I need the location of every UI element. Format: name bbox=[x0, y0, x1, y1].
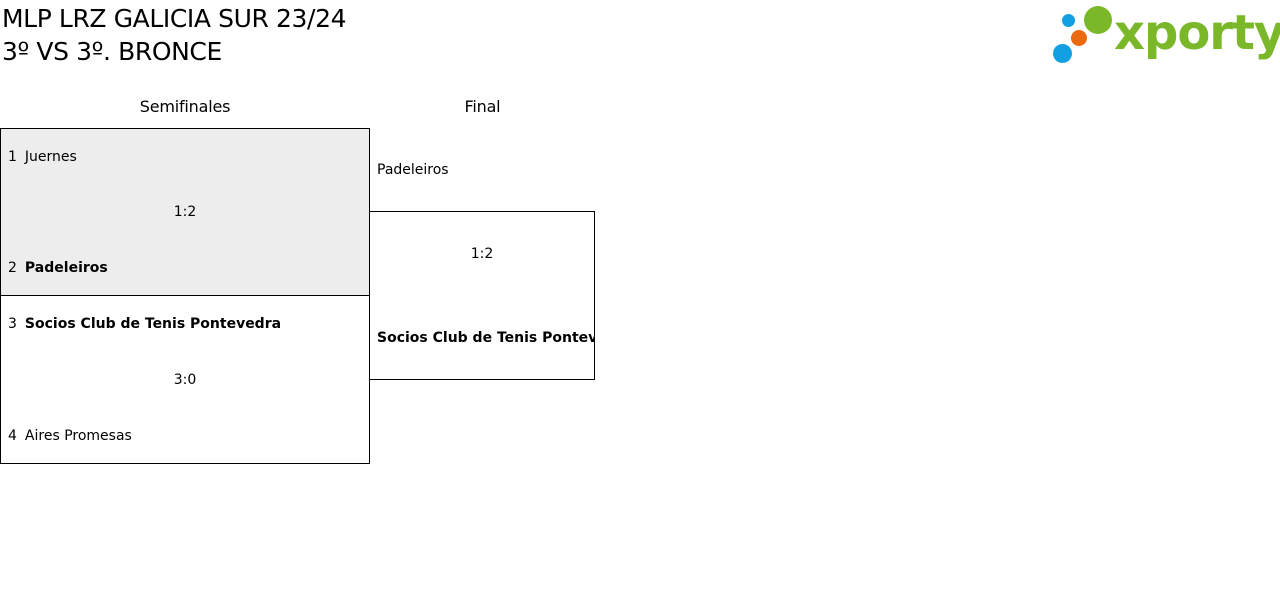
semifinal-2-team-bottom: 4 Aires Promesas bbox=[8, 427, 132, 445]
semifinal-match-1[interactable]: 1 Juernes 1:2 2 Padeleiros bbox=[0, 128, 370, 296]
title-line-1: MLP LRZ GALICIA SUR 23/24 bbox=[2, 4, 347, 33]
final-score: 1:2 bbox=[470, 246, 494, 262]
logo-dot-green-icon bbox=[1084, 6, 1112, 34]
semifinal-1-team-bottom: 2 Padeleiros bbox=[8, 259, 108, 277]
page-title: MLP LRZ GALICIA SUR 23/24 3º VS 3º. BRON… bbox=[2, 2, 346, 68]
seed-number: 1 bbox=[8, 149, 17, 165]
semifinal-2-score: 3:0 bbox=[173, 372, 197, 388]
logo-dot-blue-large-icon bbox=[1053, 44, 1072, 63]
semifinal-1-team-top: 1 Juernes bbox=[8, 148, 77, 166]
logo-dot-orange-icon bbox=[1071, 30, 1087, 46]
round-label-final: Final bbox=[464, 97, 501, 116]
semifinal-match-2[interactable]: 3 Socios Club de Tenis Pontevedra 3:0 4 Ai… bbox=[0, 295, 370, 464]
round-label-semifinals: Semifinales bbox=[139, 97, 231, 116]
seed-number: 4 bbox=[8, 428, 17, 444]
team-name-winner: Padeleiros bbox=[24, 260, 108, 276]
final-team-top: Padeleiros bbox=[377, 162, 449, 178]
seed-number: 3 bbox=[8, 316, 17, 332]
final-team-bottom: Socios Club de Tenis Pontevedra bbox=[377, 330, 594, 346]
team-name: Juernes bbox=[24, 149, 77, 165]
logo-wordmark: xporty bbox=[1114, 5, 1280, 61]
seed-number: 2 bbox=[8, 260, 17, 276]
xporty-logo[interactable]: xporty bbox=[1050, 4, 1280, 68]
semifinal-1-score: 1:2 bbox=[173, 204, 197, 220]
title-line-2: 3º VS 3º. BRONCE bbox=[2, 37, 222, 66]
team-name: Aires Promesas bbox=[24, 428, 132, 444]
semifinal-2-team-top: 3 Socios Club de Tenis Pontevedra bbox=[8, 315, 281, 333]
logo-dot-blue-small-icon bbox=[1062, 14, 1075, 27]
team-name-winner: Socios Club de Tenis Pontevedra bbox=[24, 316, 282, 332]
final-match[interactable]: 1:2 Socios Club de Tenis Pontevedra bbox=[369, 211, 595, 380]
